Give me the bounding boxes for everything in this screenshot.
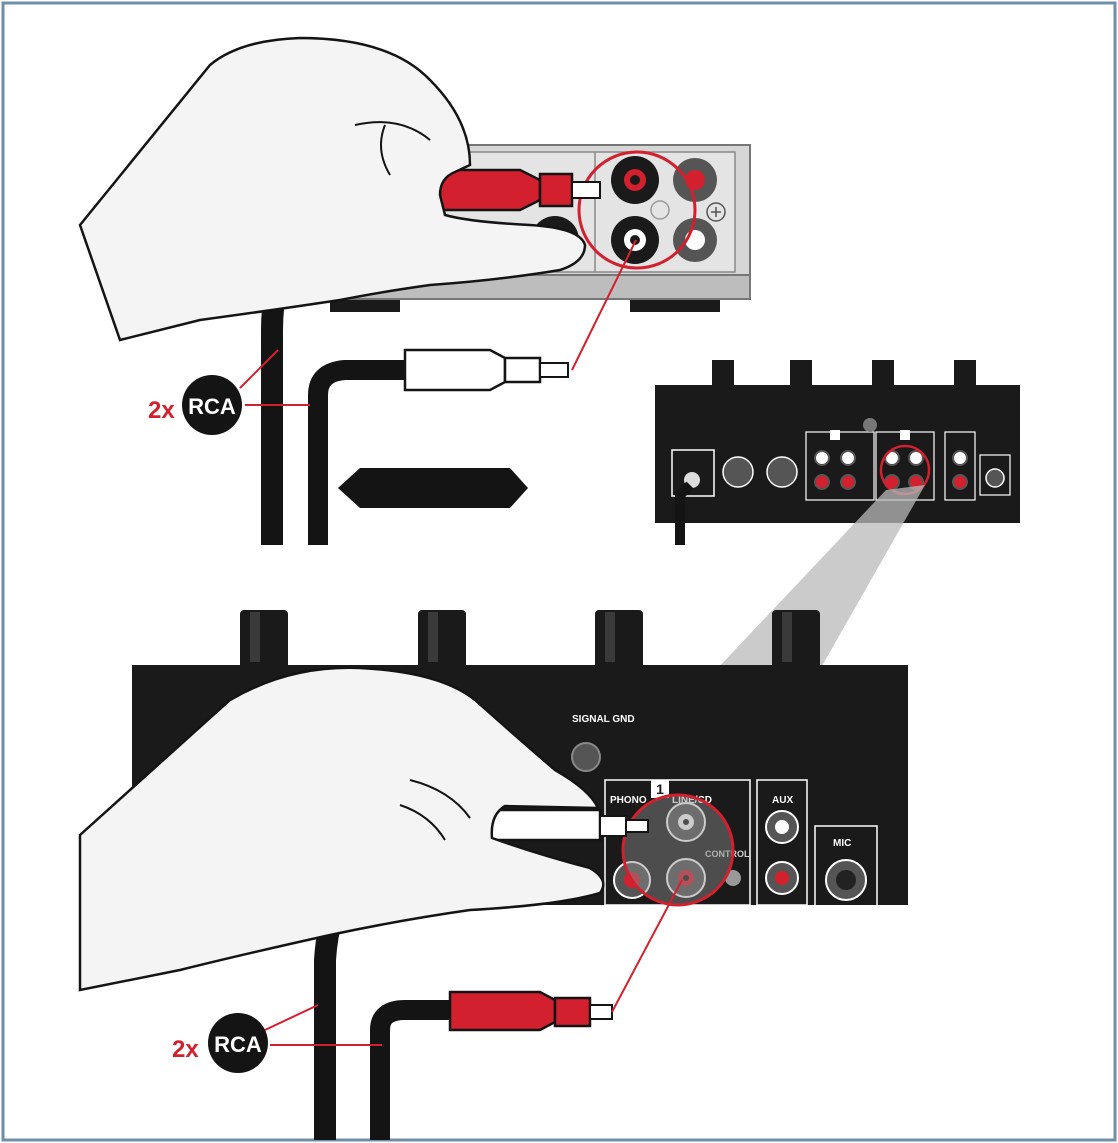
rca-badge-bottom [208,1013,268,1073]
hand-bottom [78,666,649,1140]
callout-count-top: 2x [148,397,175,424]
rca-badge-top [182,375,242,435]
rca-callout-bottom: 2x RCA [172,1004,382,1073]
label-phono: PHONO [610,795,647,806]
label-aux: AUX [772,795,793,806]
cable-end-arrow [338,468,528,508]
rca-plug-red-bottom [370,879,683,1140]
mixer-overview [655,360,1020,545]
rca-plug-white-top [308,239,637,545]
callout-connector-top: RCA [188,394,236,419]
label-channel-1: 1 [656,781,664,797]
label-signal-gnd: SIGNAL GND [572,714,635,725]
callout-count-bottom: 2x [172,1036,199,1063]
label-control: CONTROL [705,849,750,859]
hand-top [78,36,601,545]
callout-connector-bottom: RCA [214,1032,262,1057]
label-mic: MIC [833,838,851,849]
label-line-cd: LINE/CD [672,795,712,806]
rca-callout-top: 2x RCA [148,349,310,435]
